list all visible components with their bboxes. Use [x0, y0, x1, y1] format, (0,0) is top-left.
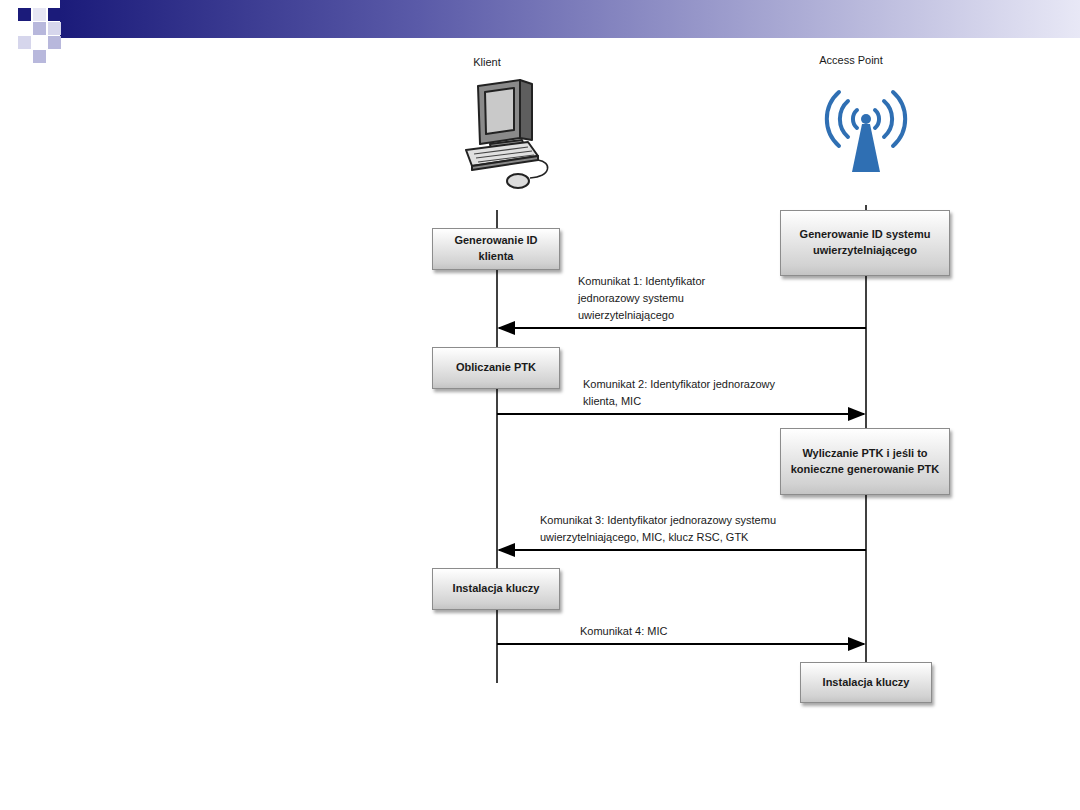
- box-text: Generowanie ID klienta: [439, 233, 553, 265]
- box-text: Instalacja kluczy: [823, 675, 910, 691]
- corner-squares: [18, 8, 61, 63]
- process-box: Obliczanie PTK: [432, 347, 560, 389]
- message-label: Komunikat 4: MIC: [580, 623, 780, 640]
- process-box: Generowanie ID klienta: [432, 228, 560, 270]
- box-text: Wyliczanie PTK i jeśli to konieczne gene…: [787, 446, 943, 478]
- client-lifeline: [496, 210, 498, 683]
- box-text: Instalacja kluczy: [453, 581, 540, 597]
- box-text: Obliczanie PTK: [456, 360, 536, 376]
- process-box: Generowanie ID systemu uwierzytelniające…: [780, 210, 950, 276]
- message-label: Komunikat 2: Identyfikator jednorazowy k…: [583, 376, 798, 410]
- process-box: Instalacja kluczy: [800, 662, 932, 703]
- message-label: Komunikat 3: Identyfikator jednorazowy s…: [540, 512, 815, 546]
- actor-name: Access Point: [781, 52, 921, 69]
- actor-name: Klient: [427, 54, 547, 71]
- header-bar: [60, 0, 1080, 38]
- message-arrow: [499, 549, 866, 551]
- message-label: Komunikat 1: Identyfikator jednorazowy s…: [578, 273, 738, 324]
- message-arrow: [497, 413, 864, 415]
- box-text: Generowanie ID systemu uwierzytelniające…: [787, 227, 943, 259]
- access-point-icon: [827, 92, 905, 172]
- process-box: Instalacja kluczy: [432, 568, 560, 610]
- message-arrow: [497, 643, 864, 645]
- message-arrow: [499, 327, 866, 329]
- process-box: Wyliczanie PTK i jeśli to konieczne gene…: [780, 428, 950, 495]
- computer-icon: [466, 80, 548, 188]
